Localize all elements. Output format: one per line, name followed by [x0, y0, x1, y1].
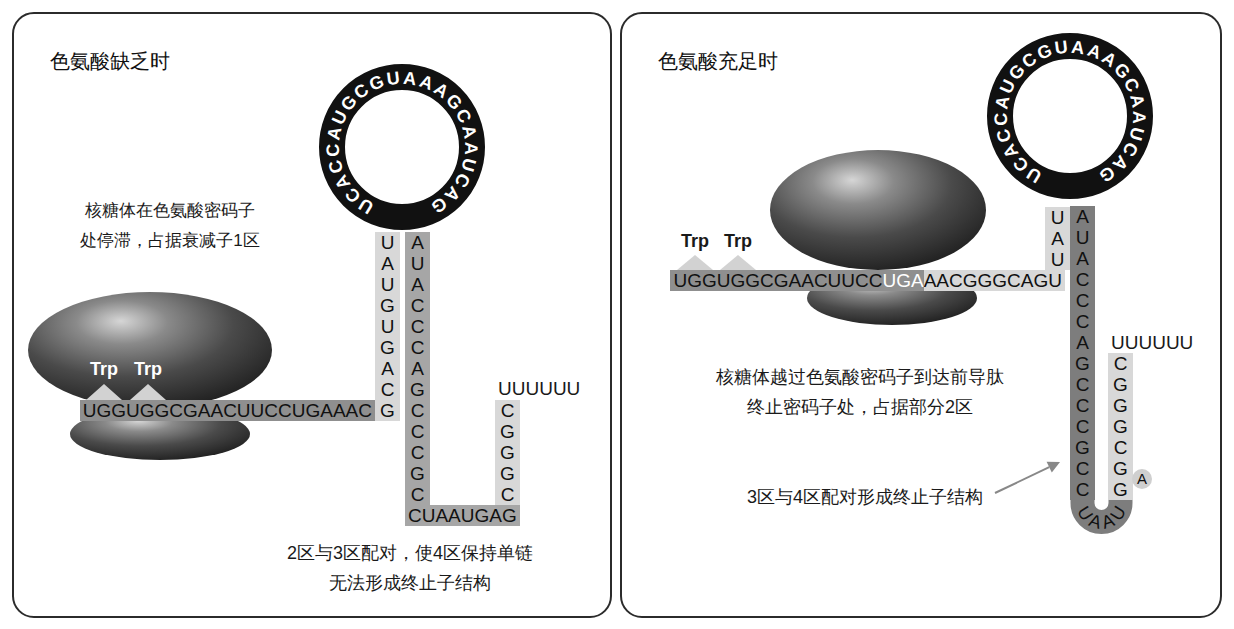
panel-title: 色氨酸缺乏时 [50, 48, 170, 74]
leader-arrowhead [1047, 462, 1060, 473]
annotation: 核糖体在色氨酸密码子 处停滞，占据衰减子1区 [70, 196, 270, 256]
mrna-column: UAUGUGACG [375, 232, 400, 421]
sequence-text: UCACCAUGCGUAAAGCAAUCAG [991, 37, 1149, 187]
sequence-label: UUUUUU [1108, 332, 1196, 353]
hairpin-loop: UCACCAUGCGUAAAGCAAUCAG [980, 26, 1160, 206]
sequence-label: UUUUUU [495, 378, 583, 399]
loop-text: UCACCAUGCGUAAAGCAAUCAG [991, 37, 1149, 187]
sequence-text: UAU [1048, 207, 1067, 270]
sequence-text: AUACCCAGCCCGCC [1073, 206, 1092, 500]
leader-line [995, 467, 1049, 493]
panel: 色氨酸缺乏时 UGGUGGCGAACUUCCUGAAAC UAUGUGACG UCAC… [12, 12, 612, 618]
amino-acid-label: Trp [90, 358, 118, 380]
sequence-text: UGGUGGCGAACUUCCUGAAAC [83, 400, 372, 421]
sequence-text: CGGGC [498, 400, 517, 505]
amino-acid-label: Trp [134, 358, 162, 380]
loop-shape: UCACCAUGCGUAAAGCAAUCAG [980, 26, 1160, 206]
ribosome-large [28, 292, 272, 408]
annotation: 2区与3区配对，使4区保持单链 无法形成终止子结构 [260, 538, 560, 598]
mrna-band: UGGUGGCGAACUUCCUGAAAC [80, 400, 375, 421]
loop-text: UAAU [1073, 502, 1130, 532]
mrna-column: CGGGCGG [1108, 353, 1133, 500]
panel: 色氨酸充足时 UGGUGGCGAACUUCCUGAAACGGGCAGUUAU UCA… [620, 12, 1222, 618]
amino-acid-label: Trp [724, 230, 752, 252]
mrna-band: CUAAUGAG [405, 505, 520, 526]
mrna-band: UGGUGGCGAACUUCCUGAAACGGGCAGU [670, 270, 1065, 291]
trp-triangle [86, 384, 122, 400]
sequence-text: UGA [883, 270, 924, 291]
hairpin-loop: UCACCAUGCGUAAAGCAAUCAG [312, 57, 492, 237]
ribosome-large [770, 150, 986, 270]
mrna-column: UAU [1045, 207, 1070, 270]
sequence-text: A [1137, 470, 1147, 487]
sequence-text: AACGGGCAGU [924, 270, 1065, 291]
sequence-text: UAAU [1073, 502, 1130, 532]
trp-triangle [130, 384, 166, 400]
loop-shape: UCACCAUGCGUAAAGCAAUCAG [312, 57, 492, 237]
sequence-text: UCACCAUGCGUAAAGCAAUCAG [323, 68, 481, 218]
sequence-text: UGGUGGCGAACUUCC [673, 270, 882, 291]
mrna-column: CGGGC [495, 400, 520, 505]
sequence-text: CUAAUGAG [408, 505, 517, 526]
sequence-text: AUACCCAGCCCGC [408, 232, 427, 505]
annotation: 核糖体越过色氨酸密码子到达前导肽 终止密码子处，占据部分2区 [690, 362, 1030, 422]
mrna-column: AUACCCAGCCCGCC [1070, 206, 1095, 500]
amino-acid-label: Trp [681, 230, 709, 252]
panel-title: 色氨酸充足时 [658, 48, 778, 74]
sequence-text: UAUGUGACG [378, 232, 397, 421]
trp-triangle [677, 255, 713, 270]
loop-text: UCACCAUGCGUAAAGCAAUCAG [323, 68, 481, 218]
sequence-text: CGGGCGG [1111, 353, 1130, 500]
annotation: 3区与4区配对形成终止子结构 [747, 482, 983, 512]
mrna-column: AUACCCAGCCCGC [405, 232, 430, 505]
bulge-base: A [1132, 469, 1152, 489]
trp-triangle [720, 255, 756, 270]
